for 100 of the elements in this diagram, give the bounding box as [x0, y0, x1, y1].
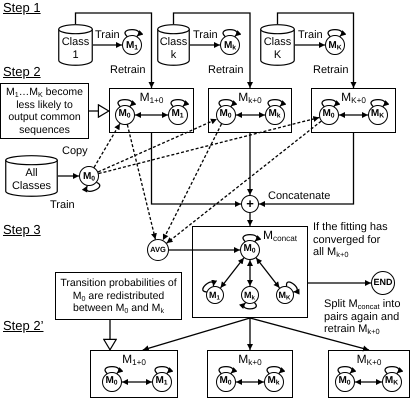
edge-label: Retrain [313, 64, 348, 76]
double-headed-arrow [135, 112, 168, 118]
dashed-arrow [166, 120, 322, 244]
state-circle [334, 372, 354, 392]
database-cylinder [5, 155, 58, 197]
double-headed-arrow [236, 379, 264, 385]
edge-label: Train [95, 29, 120, 42]
average-circle [147, 239, 169, 261]
state-label: M$_{k}$ [244, 288, 255, 302]
arrow [247, 318, 253, 350]
arrow [58, 173, 79, 179]
edge-label: Copy [62, 145, 88, 158]
dashed-arrow [98, 118, 218, 173]
model-box [328, 350, 410, 398]
self-loop-arrow [222, 29, 242, 37]
arrow [295, 42, 325, 48]
model-title: M$_{concat}$ [263, 228, 298, 242]
state-circle [240, 286, 258, 304]
self-loop-arrow [286, 281, 300, 294]
state-circle [264, 372, 284, 392]
state-label: M$_{1}$ [155, 374, 168, 388]
end-label: END [373, 278, 392, 288]
model-box [109, 88, 194, 133]
state-label: M$_{0}$ [322, 106, 335, 120]
state-circle [152, 372, 172, 392]
state-label: M$_{0}$ [338, 374, 351, 388]
state-label: M$_{1}$ [209, 288, 220, 302]
self-loop-arrow [370, 99, 390, 107]
arrow [276, 12, 356, 88]
arrow [74, 12, 154, 88]
arrow [247, 213, 253, 226]
arrow [150, 133, 241, 207]
state-circle [79, 166, 99, 186]
state-label: M$_{k}$ [224, 40, 236, 50]
state-circle [114, 104, 134, 124]
model-title: M$_{1+0}$ [122, 352, 146, 366]
database-cylinder [58, 24, 93, 66]
state-circle [325, 35, 345, 55]
arrow [169, 247, 240, 253]
self-loop-arrow [239, 302, 257, 310]
model-title: M$_{K+0}$ [341, 90, 366, 104]
model-title: M$_{K+0}$ [356, 352, 382, 366]
self-loop-arrow [218, 366, 238, 374]
database-label: Class k [159, 36, 188, 61]
arrow [190, 42, 220, 48]
self-loop-arrow [82, 182, 100, 192]
callout-text: Transition probabilities of M$_{0}$ are redistributed between M$_{0}$ and M$_{k}$ [59, 277, 178, 315]
state-label: M$_{1}$ [126, 40, 138, 50]
state-label: M$_{0}$ [243, 242, 256, 256]
state-circle [318, 104, 338, 124]
arrow [142, 317, 250, 352]
self-loop-arrow [104, 366, 124, 374]
model-box [208, 88, 292, 133]
self-loop-arrow [117, 99, 136, 107]
state-circle [102, 372, 122, 392]
model-box [192, 226, 308, 318]
double-headed-arrow [256, 258, 280, 288]
arrow [93, 42, 122, 48]
double-headed-arrow [236, 112, 265, 118]
edge-label: Train [50, 199, 75, 212]
database-label: Class 1 [60, 36, 90, 61]
edge-label: Retrain [208, 64, 244, 76]
database-cylinder [157, 24, 190, 66]
state-label: M$_{1}$ [171, 106, 184, 120]
state-circle [382, 372, 402, 392]
self-loop-arrow [327, 29, 346, 37]
self-loop-arrow [154, 366, 174, 374]
double-headed-arrow [247, 260, 253, 286]
self-loop-arrow [337, 366, 356, 374]
dashed-arrow [126, 124, 157, 240]
self-loop-arrow [384, 366, 404, 374]
step-label: Step 1 [3, 0, 41, 15]
state-label: M$_{0}$ [219, 374, 232, 388]
edge-label: Concatenate [268, 190, 330, 202]
pointer-arrow [89, 104, 110, 118]
state-circle [264, 104, 284, 124]
step-label: Step 2 [3, 64, 41, 79]
step-label: Step 3 [3, 222, 41, 237]
self-loop-arrow [218, 99, 238, 107]
dashed-arrow [162, 124, 222, 240]
state-label: M$_{0}$ [219, 106, 232, 120]
state-label: M$_{0}$ [118, 106, 131, 120]
self-loop-arrow [202, 280, 216, 293]
arrow [308, 280, 371, 286]
double-headed-arrow [355, 379, 382, 385]
sum-circle [241, 195, 259, 213]
self-loop-arrow [242, 234, 262, 242]
arrow [259, 133, 354, 207]
state-circle [240, 240, 260, 260]
self-loop-arrow [321, 99, 340, 107]
database-cylinder [260, 24, 295, 66]
state-circle [220, 35, 240, 55]
edge-label: Train [298, 29, 323, 42]
self-loop-arrow [170, 99, 190, 107]
self-loop-arrow [124, 29, 144, 37]
dashed-arrow [94, 123, 120, 168]
state-circle [122, 35, 142, 55]
operator-label: + [246, 196, 254, 212]
self-loop-arrow [267, 99, 286, 107]
pointer-arrow [103, 320, 117, 350]
